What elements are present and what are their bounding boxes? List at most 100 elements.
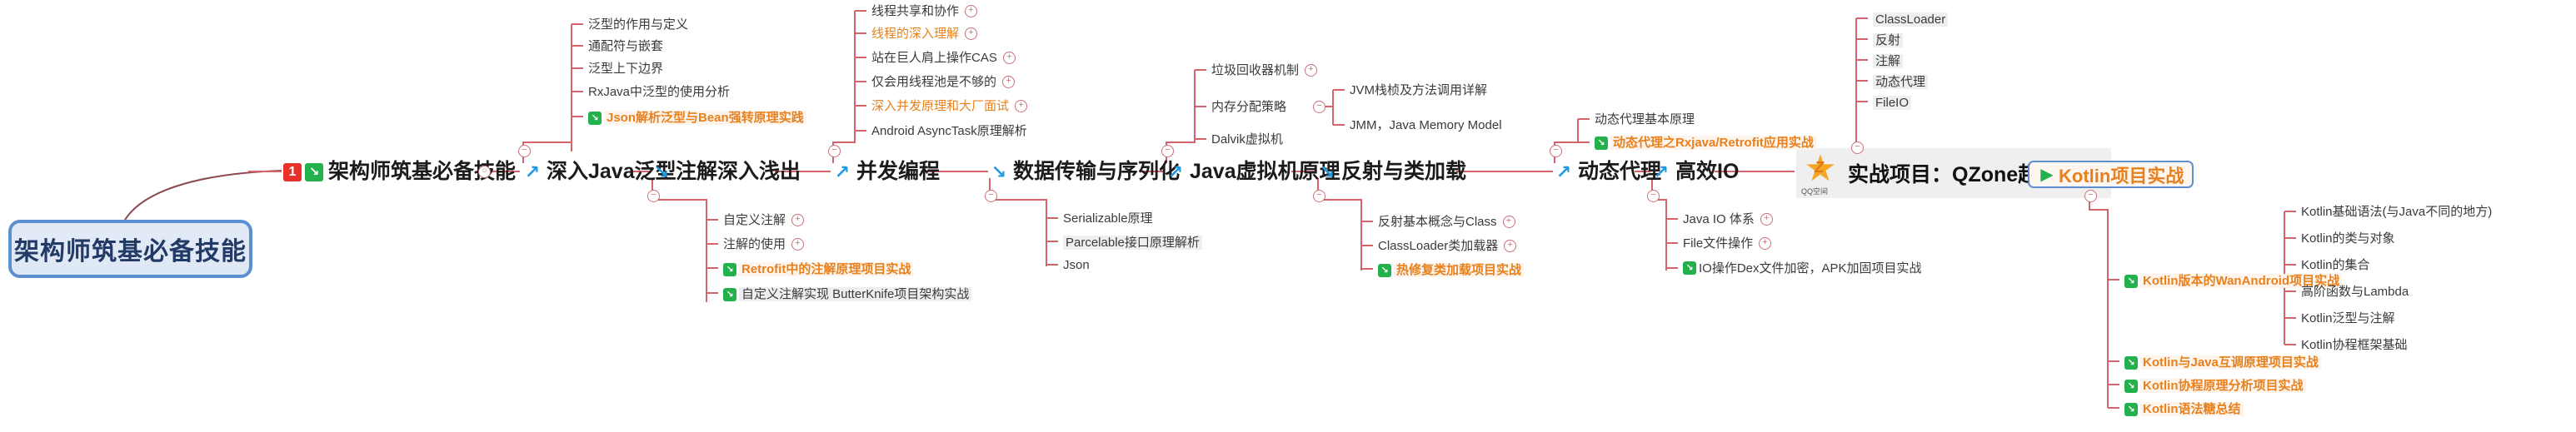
leaf-item[interactable]: 高阶函数与Lambda <box>2301 286 2409 298</box>
leaf-label: Java IO 体系 <box>1683 212 1755 226</box>
leaf-item[interactable]: 反射基本概念与Class + <box>1378 216 1515 228</box>
arrow-up-icon <box>833 163 851 181</box>
leaf-item[interactable]: 垃圾回收器机制 + <box>1211 63 1318 77</box>
leaf-label: 深入并发原理和大厂面试 <box>871 99 1010 113</box>
topic-efficient-io[interactable]: 高效IO <box>1652 161 1739 182</box>
leaf-item[interactable]: 注解的使用 + <box>723 238 805 251</box>
leaf-item[interactable]: 反射 <box>1873 33 1904 47</box>
qq-logo-letter: Z <box>1815 159 1824 176</box>
leaf-label: 站在巨人肩上操作CAS <box>871 51 997 65</box>
leaf-item[interactable]: 泛型的作用与定义 <box>588 18 688 31</box>
collapse-toggle-efficient-io[interactable]: − <box>1647 190 1660 202</box>
leaf-item[interactable]: FileIO <box>1873 96 1912 110</box>
arrow-up-icon <box>523 163 542 181</box>
expand-icon[interactable]: + <box>1759 237 1772 250</box>
topic-serialization[interactable]: 数据传输与序列化 <box>990 161 1180 182</box>
leaf-label: Kotlin的集合 <box>2301 258 2370 272</box>
collapse-toggle-jvm[interactable]: − <box>1161 145 1174 157</box>
leaf-item[interactable]: Kotlin与Java互调原理项目实战 <box>2124 355 2321 370</box>
collapse-toggle-serialization[interactable]: − <box>985 190 997 202</box>
topic-label: 高效IO <box>1675 160 1740 183</box>
topic-annotation[interactable]: 注解深入浅出 <box>652 161 801 182</box>
leaf-item[interactable]: 通配符与嵌套 <box>588 40 663 52</box>
expand-icon[interactable]: + <box>791 214 805 226</box>
leaf-item[interactable]: 动态代理 <box>1873 75 1929 89</box>
leaf-item[interactable]: Dalvik虚拟机 <box>1211 133 1283 146</box>
collapse-toggle-concurrency[interactable]: − <box>828 145 841 157</box>
leaf-item[interactable]: Parcelable接口原理解析 <box>1063 236 1202 250</box>
leaf-item[interactable]: JMM，Java Memory Model <box>1350 119 1502 132</box>
leaf-label: 垃圾回收器机制 <box>1211 63 1300 77</box>
collapse-toggle-root-branch[interactable]: ○ <box>478 166 491 178</box>
leaf-item[interactable]: 线程共享和协作 + <box>871 5 978 17</box>
collapse-toggle-kotlin[interactable]: − <box>2084 190 2097 202</box>
collapse-toggle-efficient-io-top[interactable]: − <box>1851 142 1864 154</box>
leaf-item[interactable]: 自定义注解实现 ButterKnife项目架构实战 <box>723 287 972 301</box>
collapse-toggle-memory-policy[interactable]: − <box>1313 101 1325 113</box>
leaf-item[interactable]: Kotlin协程框架基础 <box>2301 339 2408 351</box>
leaf-item[interactable]: ClassLoader类加载器 + <box>1378 240 1517 252</box>
expand-icon[interactable]: + <box>1504 240 1517 252</box>
collapse-toggle-dynamic-proxy[interactable]: − <box>1550 145 1562 157</box>
expand-icon[interactable]: + <box>1002 76 1016 88</box>
leaf-item[interactable]: JVM栈桢及方法调用详解 <box>1350 84 1487 97</box>
leaf-item[interactable]: File文件操作 + <box>1683 237 1772 250</box>
expand-icon[interactable]: + <box>965 5 978 17</box>
leaf-item[interactable]: 自定义注解 + <box>723 214 805 226</box>
leaf-item[interactable]: RxJava中泛型的使用分析 <box>588 86 730 98</box>
topic-dynamic-proxy[interactable]: 动态代理 <box>1555 161 1661 182</box>
topic-label: 动态代理 <box>1578 160 1662 183</box>
leaf-item[interactable]: IO操作Dex文件加密，APK加固项目实战 <box>1683 261 1922 275</box>
leaf-label: 泛型的作用与定义 <box>588 17 689 32</box>
topic-concurrency[interactable]: 并发编程 <box>833 161 940 182</box>
expand-icon[interactable]: + <box>1760 213 1773 226</box>
root-node[interactable]: 架构师筑基必备技能 <box>8 220 252 278</box>
leaf-item[interactable]: Json解析泛型与Bean强转原理实践 <box>588 111 806 125</box>
topic-label: 并发编程 <box>856 160 941 183</box>
leaf-item[interactable]: Json <box>1063 259 1090 271</box>
leaf-item[interactable]: 线程的深入理解 + <box>871 27 978 40</box>
leaf-item[interactable]: Java IO 体系 + <box>1683 213 1773 226</box>
leaf-item[interactable]: Kotlin协程原理分析项目实战 <box>2124 379 2306 393</box>
leaf-item[interactable]: Kotlin语法糖总结 <box>2124 402 2244 416</box>
green-arrow-icon <box>723 262 736 276</box>
collapse-toggle-reflection[interactable]: − <box>1313 190 1325 202</box>
leaf-item[interactable]: 内存分配策略 <box>1211 101 1286 113</box>
expand-icon[interactable]: + <box>791 238 805 251</box>
collapse-toggle-annotation[interactable]: − <box>647 190 660 202</box>
leaf-item[interactable]: 注解 <box>1873 54 1904 68</box>
leaf-item[interactable]: 动态代理之Rxjava/Retrofit应用实战 <box>1595 136 1816 150</box>
expand-icon[interactable]: + <box>1502 216 1515 228</box>
arrow-down-icon <box>1318 163 1336 181</box>
topic-reflection[interactable]: 反射与类加载 <box>1318 161 1466 182</box>
arrow-up-icon <box>1555 163 1573 181</box>
green-arrow-icon <box>588 111 602 125</box>
leaf-item[interactable]: Kotlin的集合 <box>2301 259 2370 271</box>
green-arrow-icon <box>2124 379 2138 393</box>
expand-icon[interactable]: + <box>1305 64 1318 77</box>
leaf-label: 动态代理 <box>1873 75 1929 89</box>
leaf-label: 动态代理基本原理 <box>1595 112 1695 127</box>
leaf-item[interactable]: 深入并发原理和大厂面试 + <box>871 99 1028 113</box>
leaf-item[interactable]: Kotlin泛型与注解 <box>2301 312 2395 325</box>
leaf-item[interactable]: Android AsyncTask原理解析 <box>871 125 1027 137</box>
collapse-toggle-java-generics[interactable]: − <box>518 145 531 157</box>
leaf-item[interactable]: 泛型上下边界 <box>588 62 663 75</box>
leaf-item[interactable]: 热修复类加载项目实战 <box>1378 263 1525 277</box>
leaf-item[interactable]: Serializable原理 <box>1063 212 1153 225</box>
leaf-item[interactable]: 动态代理基本原理 <box>1595 113 1695 126</box>
expand-icon[interactable]: + <box>1002 52 1016 64</box>
arrow-down-icon <box>652 163 671 181</box>
leaf-item[interactable]: 站在巨人肩上操作CAS + <box>871 52 1016 64</box>
leaf-item[interactable]: Kotlin版本的WanAndroid项目实战 <box>2124 274 2343 288</box>
topic-kotlin-project[interactable]: Kotlin项目实战 <box>2028 161 2194 188</box>
topic-jvm[interactable]: Java虚拟机原理 <box>1166 161 1340 182</box>
leaf-item[interactable]: Retrofit中的注解原理项目实战 <box>723 262 914 276</box>
leaf-item[interactable]: ClassLoader <box>1873 12 1949 27</box>
leaf-item[interactable]: 仅会用线程池是不够的 + <box>871 76 1016 88</box>
expand-icon[interactable]: + <box>1015 100 1028 112</box>
leaf-item[interactable]: Kotlin基础语法(与Java不同的地方) <box>2301 206 2492 218</box>
expand-icon[interactable]: + <box>965 27 978 40</box>
leaf-item[interactable]: Kotlin的类与对象 <box>2301 232 2395 245</box>
qq-zone-star-icon: Z QQ空间 <box>1801 152 1841 196</box>
